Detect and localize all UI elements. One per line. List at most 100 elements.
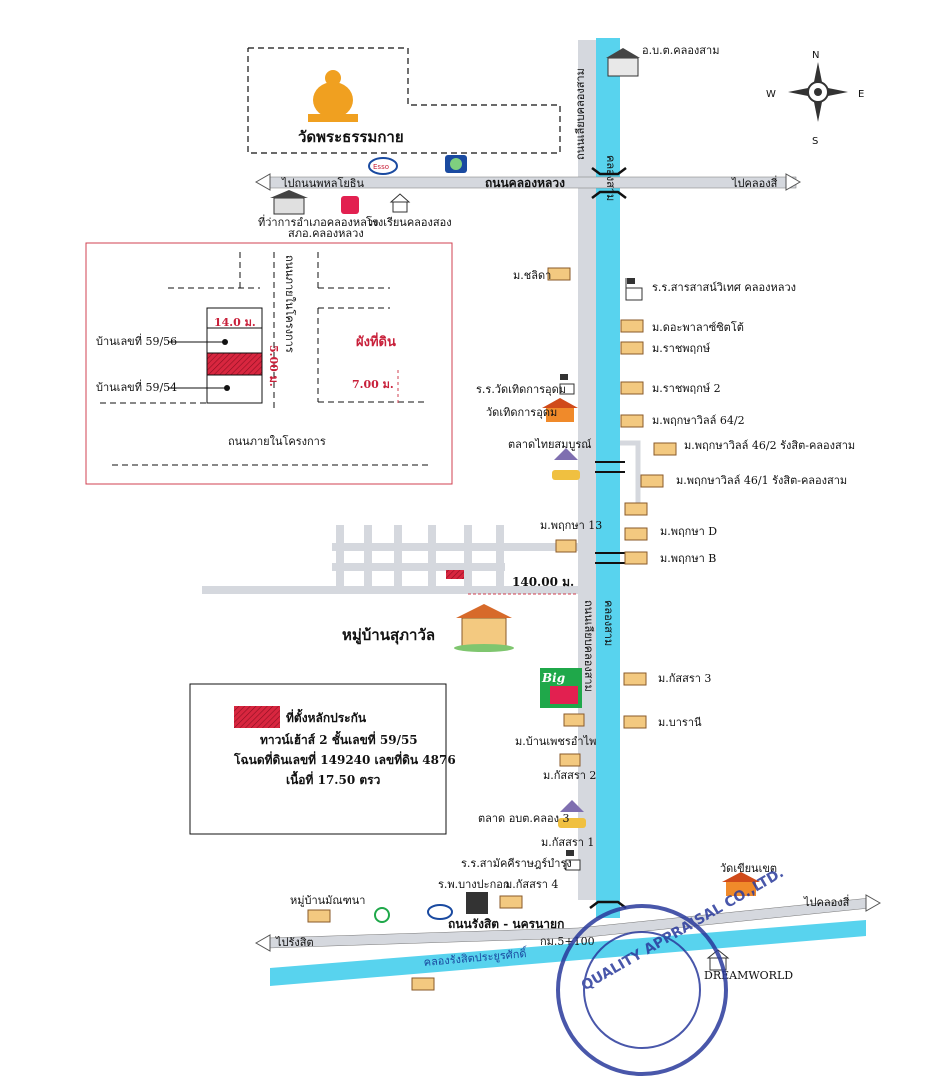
dreamworld-label: DREAMWORLD: [704, 969, 793, 982]
shop-logo-icon: [374, 907, 390, 923]
pruksa13-label: ม.พฤกษา 13: [540, 519, 602, 532]
legend-line1: ที่ตั้งหลักประกัน: [286, 708, 367, 725]
rangsit-road-label: ถนนรังสิต - นครนายก: [448, 917, 564, 931]
school-wat-label: ร.ร.วัดเทิดการอุดม: [476, 383, 566, 396]
arrow-right-top: [785, 173, 802, 191]
buddha-icon: [308, 70, 358, 122]
to-phahon-label: ไปถนนพหลโยธิน: [281, 176, 365, 190]
vertical-road: [578, 40, 596, 900]
compass-w: W: [766, 89, 776, 100]
ptt-logo-inner-icon: [450, 158, 462, 170]
land-plan-label: ผังที่ดิน: [356, 332, 396, 350]
pruksa13-house-icon: [555, 539, 577, 553]
compass-e: E: [858, 89, 864, 100]
side-road-right: [620, 440, 641, 508]
vertical-road-bottom-label: ถนนเลียบคลองสาม: [582, 600, 595, 692]
compass-s: S: [812, 136, 818, 147]
dot-59-56: [222, 339, 228, 345]
market-label: ตลาดไทยสมบูรณ์: [508, 438, 592, 451]
to-khlong4-bottom-label: ไปคลองสี่: [803, 894, 850, 909]
temple-top-label: วัดพระธรรมกาย: [298, 128, 404, 146]
district-office-icon: [270, 190, 308, 215]
tambon-office-label: อ.บ.ต.คลองสาม: [642, 44, 719, 57]
plot-59-54: [206, 374, 263, 404]
tambon-office-icon: [606, 48, 640, 77]
village-plot-marker: [446, 570, 464, 579]
bridge-top-upper: [591, 167, 627, 176]
inset-depth-label: 5.00 ม.: [267, 345, 280, 387]
legend-line3: โฉนดที่ดินเลขที่ 149240 เลขที่ดิน 4876: [233, 751, 456, 767]
right-label-3: ม.ราชพฤกษ์ 2: [652, 382, 721, 395]
arrow-left-top: [254, 173, 271, 191]
kassara4-label: ม.กัสสรา 4: [505, 878, 558, 891]
right-label-0: ร.ร.สารสาสน์วิเทศ คลองหลวง: [652, 281, 796, 294]
house-icons-right: [620, 319, 677, 729]
police-label: สภอ.คลองหลวง: [288, 227, 364, 240]
right-label-6: ม.พฤกษาวิลล์ 46/1 รังสิต-คลองสาม: [676, 474, 847, 487]
inset-road-vertical-label: ถนนภายในโครงการ: [283, 255, 297, 353]
village-bottom-label: หมู่บ้านมัณฑนา: [290, 894, 365, 907]
big-c-logo-icon: [540, 668, 582, 708]
police-icon: [341, 196, 359, 214]
inset-box: [85, 242, 453, 485]
right-label-8: ม.พฤกษา B: [660, 552, 716, 565]
house-59-54-label: บ้านเลขที่ 59/54: [96, 379, 177, 394]
house-icons-left: [307, 713, 585, 991]
big-c-label: Big: [541, 671, 565, 685]
legend-box: [189, 683, 447, 835]
plot-59-55-hatched: [206, 352, 263, 376]
school-bottom-icon: [565, 850, 581, 871]
canal-top-label: คลองสาม: [604, 155, 617, 201]
village-label: หมู่บ้านสุภาวัล: [342, 626, 435, 645]
legend-swatch: [234, 706, 280, 728]
temple-boundary: [247, 47, 561, 154]
khlong-luang-road-label: ถนนคลองหลวง: [485, 176, 565, 190]
dot-59-54: [224, 385, 230, 391]
school-khlong-song-icon: [389, 193, 411, 213]
right-label-2: ม.ราชพฤกษ์: [652, 342, 710, 355]
inset-road-width-label: 7.00 ม.: [352, 378, 394, 391]
vertical-road-top-label: ถนนเลียบคลองสาม: [574, 68, 587, 160]
to-khlong4-label: ไปคลองสี่: [731, 175, 778, 190]
inset-road-bottom-label: ถนนภายในโครงการ: [228, 434, 326, 448]
wat-label: วัดเทิดการอุดม: [486, 406, 557, 419]
bridge-bottom: [589, 900, 627, 909]
ban-phet-label: ม.บ้านเพชรอำไพ: [515, 735, 596, 748]
esso-bottom-logo-icon: [427, 904, 453, 920]
distance-label: 140.00 ม.: [512, 575, 574, 589]
inset-width-label: 14.0 ม.: [214, 316, 256, 329]
right-label-1: ม.ดอะพาลาซ์ซิตโต้: [652, 320, 744, 334]
village-grid: [202, 525, 578, 594]
village-house-icon: [454, 604, 514, 652]
right-label-10: ม.บารานี: [658, 716, 702, 729]
house-59-56-label: บ้านเลขที่ 59/56: [96, 333, 177, 348]
school-bottom-label: ร.ร.สามัคคีราษฎร์บำรุง: [461, 857, 572, 870]
market2-icon: [558, 800, 586, 828]
km-label: กม.5+100: [540, 935, 595, 948]
kassara2-label: ม.กัสสรา 2: [543, 769, 596, 782]
right-label-5: ม.พฤกษาวิลล์ 46/2 รังสิต-คลองสาม: [684, 439, 855, 452]
kassara1-label: ม.กัสสรา 1: [541, 836, 594, 849]
compass-n: N: [812, 50, 819, 61]
market2-label: ตลาด อบต.คลอง 3: [478, 812, 570, 825]
right-label-4: ม.พฤกษาวิลล์ 64/2: [652, 414, 745, 427]
school-wat-icon: [559, 374, 575, 395]
hospital-icon: [466, 892, 488, 914]
right-label-7: ม.พฤกษา D: [660, 525, 717, 538]
arrow-left-bottom: [254, 934, 271, 952]
to-rangsit-label: ไปรังสิต: [275, 936, 314, 949]
plot-gap: [206, 327, 263, 354]
wat-icon: [542, 398, 578, 422]
hospital-label: ร.พ.บางปะกอก: [438, 878, 510, 891]
esso-logo-icon: [368, 157, 398, 175]
esso-top-label: Esso: [373, 163, 389, 171]
market-icon: [552, 448, 580, 480]
school-khlong-song-label: โรงเรียนคลองสอง: [366, 215, 452, 229]
district-office-label: ที่ว่าการอำเภอคลองหลวง: [258, 214, 378, 229]
canal-mid-label: คลองสาม: [602, 600, 615, 646]
bridge-top-lower: [591, 190, 627, 199]
chalida-label: ม.ชลิดา: [513, 269, 551, 282]
right-label-9: ม.กัสสรา 3: [658, 672, 711, 685]
